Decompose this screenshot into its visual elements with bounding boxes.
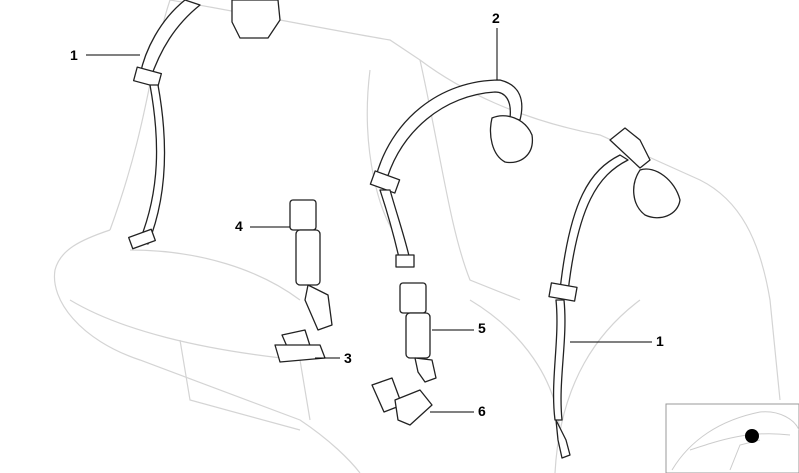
callout-2[interactable]: 2 [492, 10, 500, 26]
right-seat-belt [548, 127, 681, 459]
callout-1-left[interactable]: 1 [70, 47, 78, 63]
center-seat-belt [369, 79, 533, 268]
callout-4[interactable]: 4 [235, 218, 243, 234]
buckle-5 [399, 282, 437, 383]
callout-5[interactable]: 5 [478, 320, 486, 336]
buckle-6 [371, 377, 433, 426]
callout-1-right[interactable]: 1 [656, 333, 664, 349]
vehicle-location-thumbnail [665, 403, 799, 473]
leader-lines [86, 28, 652, 413]
callout-3[interactable]: 3 [344, 350, 352, 366]
buckle-3 [274, 329, 326, 363]
location-marker [745, 429, 759, 443]
left-seat-belt [128, 0, 281, 250]
callout-6[interactable]: 6 [478, 403, 486, 419]
buckle-4 [289, 199, 333, 331]
